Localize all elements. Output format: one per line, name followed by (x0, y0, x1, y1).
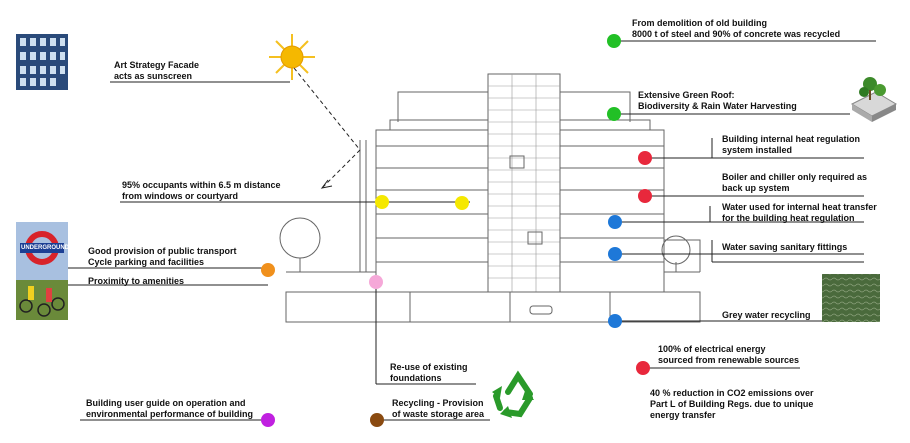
marker-guide (261, 413, 275, 427)
label-guide-line2: environmental performance of building (86, 409, 254, 419)
label-green-roof: Extensive Green Roof: Biodiversity & Rai… (638, 90, 797, 112)
label-demolition-line2: 8000 t of steel and 90% of concrete was … (632, 29, 841, 39)
marker-grey-water (608, 314, 622, 328)
label-electrical-line1: 100% of electrical energy (658, 344, 766, 354)
label-waste-line1: Recycling - Provision (392, 398, 484, 408)
marker-boiler (638, 189, 652, 203)
label-water-heat: Water used for internal heat transfer fo… (722, 202, 877, 224)
label-transport-line1: Good provision of public transport (88, 246, 237, 256)
label-co2-line1: 40 % reduction in CO2 emissions over (650, 388, 814, 398)
label-foundations-line1: Re-use of existing (390, 362, 468, 372)
marker-green-roof (607, 107, 621, 121)
recycle-icon (492, 370, 534, 418)
core-stair (488, 74, 560, 292)
marker-transport (261, 263, 275, 277)
label-guide-line1: Building user guide on operation and (86, 398, 246, 408)
label-boiler-line2: back up system (722, 183, 790, 193)
facade-photo (16, 34, 68, 90)
label-co2: 40 % reduction in CO2 emissions over Par… (650, 388, 814, 421)
building-section (279, 73, 701, 323)
label-demolition-line1: From demolition of old building (632, 18, 767, 28)
label-guide: Building user guide on operation and env… (86, 398, 253, 420)
water-photo (822, 274, 880, 322)
label-electrical-line2: sourced from renewable sources (658, 355, 800, 365)
label-transport-line2: Cycle parking and facilities (88, 257, 205, 267)
underground-sign-text: UNDERGROUND (21, 245, 69, 251)
label-grey-water-line1: Grey water recycling (722, 310, 811, 320)
label-occupants-line2: from windows or courtyard (122, 191, 239, 201)
underground-photo (16, 222, 68, 320)
label-heat-regulation: Building internal heat regulation system… (722, 134, 860, 156)
marker-foundations (369, 275, 383, 289)
label-foundations-line2: foundations (390, 373, 442, 383)
green-roof-image (850, 77, 898, 122)
label-amenities: Proximity to amenities (88, 276, 184, 287)
marker-waste (370, 413, 384, 427)
label-co2-line3: energy transfer (650, 410, 716, 420)
label-art-facade: Art Strategy Facade acts as sunscreen (114, 60, 199, 82)
label-demolition: From demolition of old building 8000 t o… (632, 18, 840, 40)
label-heat-regulation-line1: Building internal heat regulation (722, 134, 861, 144)
label-green-roof-line1: Extensive Green Roof: (638, 90, 735, 100)
label-waste: Recycling - Provision of waste storage a… (392, 398, 484, 420)
label-foundations: Re-use of existing foundations (390, 362, 468, 384)
label-electrical: 100% of electrical energy sourced from r… (658, 344, 799, 366)
label-boiler-line1: Boiler and chiller only required as (722, 172, 868, 182)
sun-icon (269, 34, 315, 80)
label-grey-water: Grey water recycling (722, 310, 811, 321)
marker-sanitary (608, 247, 622, 261)
marker-heat-regulation (638, 151, 652, 165)
label-water-heat-line1: Water used for internal heat transfer (722, 202, 877, 212)
label-water-heat-line2: for the building heat regulation (722, 213, 855, 223)
marker-demolition (607, 34, 621, 48)
label-occupants-line1: 95% occupants within 6.5 m distance (122, 180, 281, 190)
label-sanitary-line1: Water saving sanitary fittings (722, 242, 848, 252)
marker-occupants-2 (455, 196, 469, 210)
label-sanitary: Water saving sanitary fittings (722, 242, 847, 253)
label-co2-line2: Part L of Building Regs. due to unique (650, 399, 814, 409)
label-occupants: 95% occupants within 6.5 m distance from… (122, 180, 281, 202)
label-heat-regulation-line2: system installed (722, 145, 793, 155)
label-boiler: Boiler and chiller only required as back… (722, 172, 867, 194)
label-waste-line2: of waste storage area (392, 409, 485, 419)
label-green-roof-line2: Biodiversity & Rain Water Harvesting (638, 101, 797, 111)
markers (261, 34, 652, 427)
label-amenities-line1: Proximity to amenities (88, 276, 185, 286)
marker-water-heat (608, 215, 622, 229)
label-transport: Good provision of public transport Cycle… (88, 246, 237, 268)
marker-occupants-1 (375, 195, 389, 209)
label-art-facade-line1: Art Strategy Facade (114, 60, 200, 70)
marker-electrical (636, 361, 650, 375)
label-art-facade-line2: acts as sunscreen (114, 71, 193, 81)
leader-lines (60, 40, 876, 421)
